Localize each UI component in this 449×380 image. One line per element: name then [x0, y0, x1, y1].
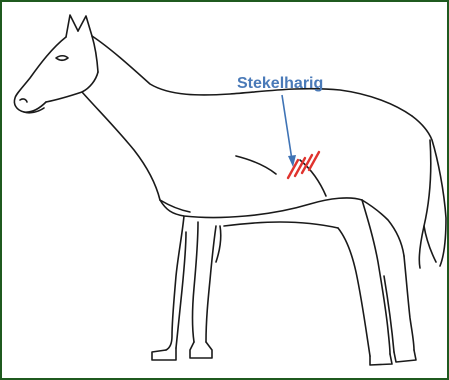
- annotation-label: Stekelharig: [237, 75, 323, 92]
- horse-outline-icon: [14, 15, 446, 365]
- annotation-arrow: [282, 95, 296, 167]
